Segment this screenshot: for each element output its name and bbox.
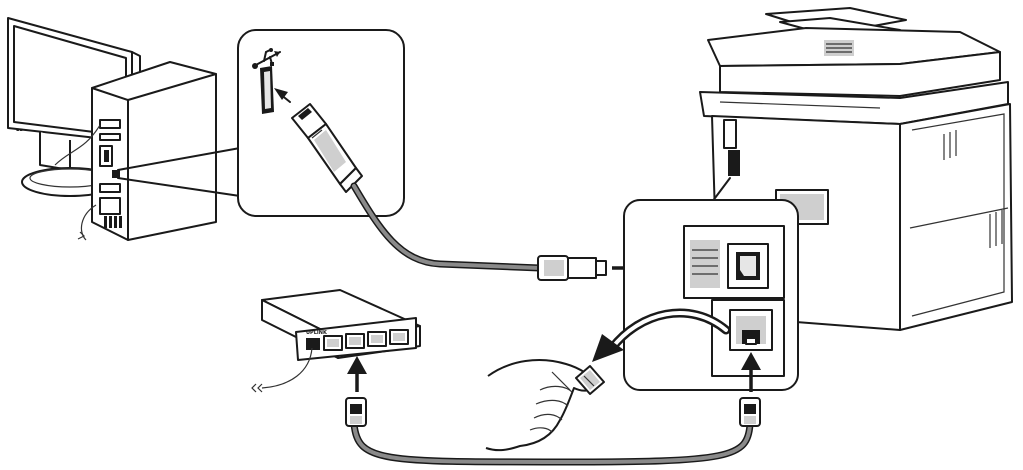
arrow-up-hub-icon: [347, 356, 367, 392]
printer-port-callout: [592, 199, 799, 392]
lan-plug-printer: [739, 397, 761, 427]
arrow-insert-usb-icon: [274, 88, 291, 103]
lan-plug-hub: [345, 397, 367, 427]
lan-cable: [345, 397, 761, 466]
usb-zoom-callout: [237, 29, 405, 217]
port-cap: [575, 365, 605, 395]
usb-cable: [350, 182, 607, 281]
printer-rear-ports: [728, 150, 740, 176]
computer: ▪▪: [7, 17, 217, 241]
printer-lan-port: [729, 309, 773, 351]
monitor-brand-mark: ▪▪: [16, 127, 23, 133]
usb-plug: [291, 103, 363, 193]
hand-with-cap: [485, 359, 605, 452]
pc-tower: [77, 61, 217, 241]
monitor-cable: [54, 124, 101, 166]
network-hub: UPLINK: [251, 289, 421, 393]
hub-ports: [306, 329, 409, 351]
printer-callout-line: [711, 177, 731, 203]
arrow-curved-icon: [592, 308, 731, 362]
usb-b-plug: [537, 255, 607, 281]
arrow-up-icon: [741, 352, 761, 392]
printer-side-vents: [943, 130, 1003, 248]
hub-uplink-label: UPLINK: [306, 330, 328, 336]
adf-vents: [824, 40, 854, 56]
printer-usb-port: [727, 243, 769, 289]
usb-callout-lines: [117, 147, 241, 197]
usb-icon: [252, 48, 281, 69]
